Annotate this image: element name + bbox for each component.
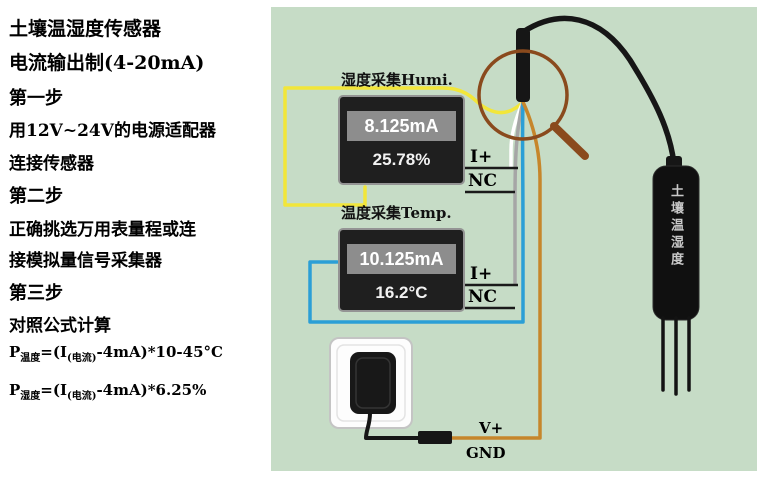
formula-body: =(I	[40, 381, 67, 399]
humidity-formula: P湿度=(I(电流)-4mA)*6.25%	[9, 381, 206, 402]
instructions-panel: 土壤温湿度传感器 电流输出制(4-20mA) 第一步 用12V~24V的电源适配…	[0, 0, 271, 481]
formula-subscript: 湿度	[20, 391, 41, 402]
yellow-wire	[283, 86, 525, 207]
power-adapter-face	[355, 357, 391, 409]
blue-wire	[308, 100, 525, 324]
magnifier-handle-icon	[550, 122, 589, 160]
adapter-cable	[364, 412, 420, 440]
humidity-meter-title: 湿度采集Humi.	[341, 71, 453, 89]
temperature-iplus-label: I+	[470, 264, 493, 284]
wire-connector	[418, 431, 452, 444]
sensor-cable	[520, 15, 677, 167]
power-positive-wire	[447, 100, 542, 440]
step-1-text-line-1: 用12V~24V的电源适配器	[9, 121, 216, 141]
step-3-heading: 第三步	[9, 283, 63, 304]
cable-end-splice	[516, 28, 530, 102]
step-2-text-line-1: 正确挑选万用表量程或连	[9, 220, 196, 240]
temperature-meter: 10.125mA 16.2°C	[338, 228, 465, 312]
formula-subscript: 温度	[20, 353, 41, 364]
sensor-label: 土壤温湿度	[668, 184, 683, 269]
step-2-text-line-2: 接模拟量信号采集器	[9, 251, 162, 271]
humidity-meter: 8.125mA 25.78%	[338, 95, 465, 185]
humidity-nc-label: NC	[468, 171, 498, 191]
formula-body: -4mA)*10-45°C	[96, 343, 223, 361]
humidity-current-display: 8.125mA	[347, 111, 456, 141]
magnifier-glass-icon	[477, 49, 569, 141]
vplus-label: V+	[479, 419, 504, 437]
temperature-value-display: 16.2°C	[375, 283, 428, 302]
formula-subscript: (电流)	[66, 353, 97, 364]
step-1-heading: 第一步	[9, 88, 63, 109]
formula-subscript: (电流)	[66, 391, 97, 402]
formula-body: -4mA)*6.25%	[96, 381, 207, 399]
step-1-text-line-2: 连接传感器	[9, 154, 94, 174]
formula-symbol: P	[9, 381, 21, 399]
gnd-label: GND	[466, 444, 506, 462]
gray-wire	[513, 100, 525, 286]
page-title: 土壤温湿度传感器	[9, 18, 162, 40]
temperature-meter-title: 温度采集Temp.	[341, 204, 452, 222]
temperature-formula: P温度=(I(电流)-4mA)*10-45°C	[9, 343, 223, 364]
temperature-current-display: 10.125mA	[347, 244, 456, 274]
humidity-value-display: 25.78%	[372, 150, 431, 169]
humidity-iplus-label: I+	[470, 147, 493, 167]
step-3-text: 对照公式计算	[9, 316, 111, 336]
output-type-line: 电流输出制(4-20mA)	[9, 52, 205, 74]
power-adapter	[350, 352, 396, 414]
formula-symbol: P	[9, 343, 21, 361]
step-2-heading: 第二步	[9, 186, 63, 207]
temperature-nc-label: NC	[468, 287, 498, 307]
formula-body: =(I	[40, 343, 67, 361]
